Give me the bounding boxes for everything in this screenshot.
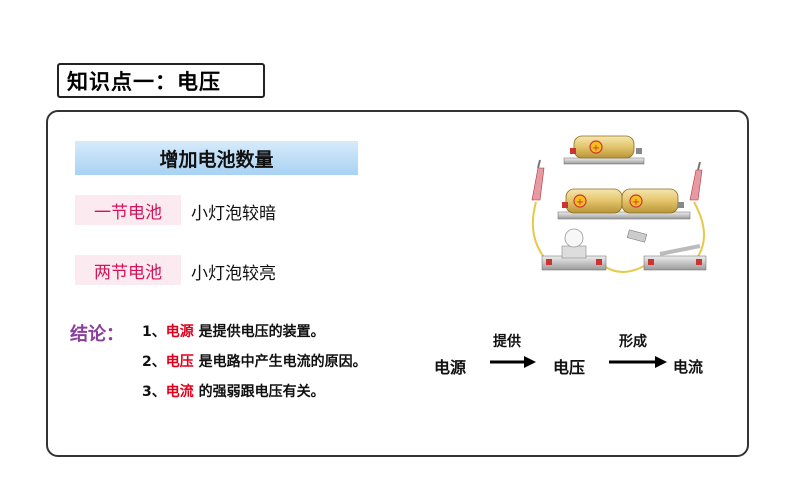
- flow-voltage: 电压: [553, 358, 586, 377]
- svg-text:+: +: [576, 197, 584, 208]
- conclusion-item-3: 3、电流 的强弱跟电压有关。: [142, 381, 325, 401]
- svg-text:+: +: [632, 197, 640, 208]
- two-battery-label: 两节电池: [75, 255, 181, 285]
- item-number: 1、: [142, 324, 166, 340]
- conclusion-item-1: 1、电源 是提供电压的装置。: [142, 321, 325, 341]
- item-text: 是提供电压的装置。: [193, 324, 325, 340]
- flow-current: 电流: [673, 358, 704, 376]
- one-battery-label: 一节电池: [75, 195, 181, 225]
- svg-text:+: +: [592, 143, 600, 154]
- item-text: 是电路中产生电流的原因。: [193, 354, 367, 370]
- content-panel: [46, 110, 749, 457]
- conclusion-item-2: 2、电压 是电路中产生电流的原因。: [142, 351, 367, 371]
- two-battery-result: 小灯泡较亮: [191, 264, 276, 284]
- item-number: 2、: [142, 354, 166, 370]
- one-battery-result: 小灯泡较暗: [191, 204, 276, 224]
- right-arrow-icon: [490, 356, 536, 368]
- item-keyword: 电源: [165, 324, 194, 340]
- circuit-illustration: + + +: [531, 135, 707, 273]
- item-keyword: 电压: [165, 354, 194, 370]
- conclusion-label: 结论：: [70, 324, 124, 345]
- item-keyword: 电流: [165, 384, 194, 400]
- flow-source: 电源: [434, 358, 467, 377]
- section-title: 知识点一：电压: [57, 63, 265, 98]
- item-text: 的强弱跟电压有关。: [193, 384, 325, 400]
- flow-arrow1-label: 提供: [493, 334, 521, 350]
- experiment-header: 增加电池数量: [75, 141, 358, 175]
- item-number: 3、: [142, 384, 166, 400]
- right-arrow-icon: [609, 356, 667, 368]
- flow-arrow2-label: 形成: [619, 334, 647, 350]
